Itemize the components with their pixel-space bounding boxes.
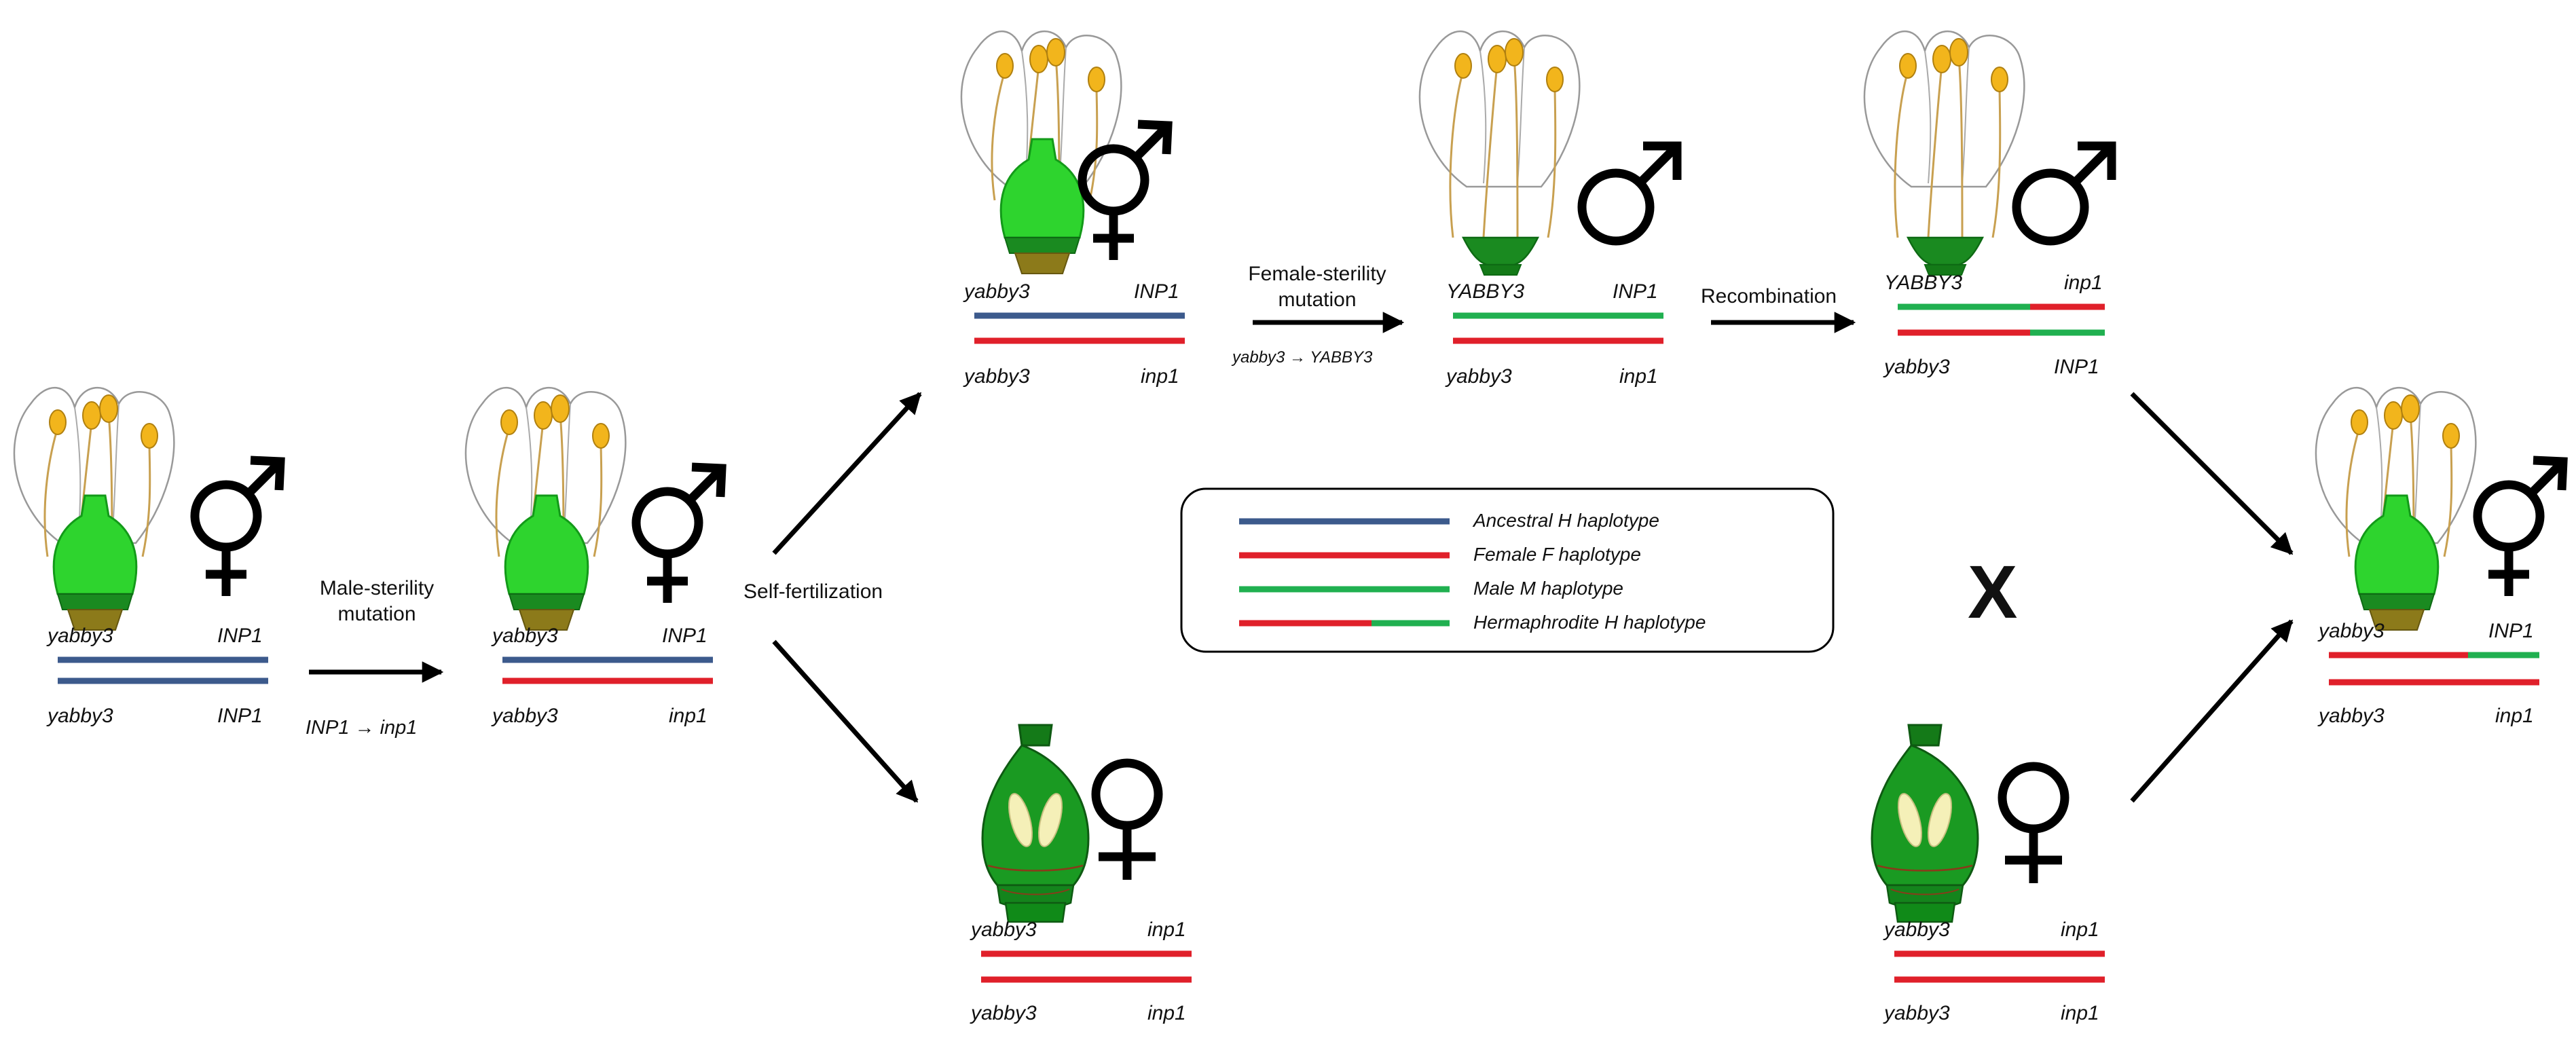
gene-label: inp1 — [2061, 918, 2099, 941]
gene-label: yabby3 — [971, 1002, 1037, 1024]
gene-label: inp1 — [669, 705, 707, 727]
arrow-recombinant-to-offspring — [2130, 392, 2294, 555]
gene-label: yabby3 — [1884, 918, 1950, 941]
gene-label: INP1 — [2054, 356, 2099, 378]
gene-label: yabby3 — [964, 365, 1030, 388]
gene-label: yabby3 — [48, 625, 113, 647]
legend-label: Hermaphrodite H haplotype — [1473, 612, 1706, 633]
legend-label: Female F haplotype — [1473, 544, 1641, 565]
gene-label: inp1 — [1147, 918, 1186, 941]
gene-label: yabby3 — [1884, 356, 1950, 378]
gene-label: inp1 — [1141, 365, 1179, 388]
gene-label: INP1 — [217, 625, 263, 647]
gene-label: yabby3 — [1446, 365, 1512, 388]
mutation-label-female-sterility: yabby3 → YABBY3 — [1232, 348, 1373, 367]
gene-label: inp1 — [1619, 365, 1658, 388]
gene-label: yabby3 — [2319, 620, 2385, 642]
gene-label: inp1 — [2064, 272, 2103, 294]
legend-label: Ancestral H haplotype — [1473, 510, 1659, 531]
gene-label: yabby3 — [971, 918, 1037, 941]
step-label-self-fertilization: Self-fertilization — [743, 580, 883, 603]
gene-label: YABBY3 — [1446, 280, 1525, 303]
gene-label: yabby3 — [492, 625, 558, 647]
arrow-self-fertilization-up — [772, 392, 922, 555]
step-label-male-sterility: Male-sterility mutation — [319, 577, 435, 625]
gene-label: yabby3 — [492, 705, 558, 727]
step-label-female-sterility: Female-sterility mutation — [1248, 263, 1386, 311]
gene-label: INP1 — [1613, 280, 1658, 303]
gene-label: inp1 — [2061, 1002, 2099, 1024]
cross-symbol: X — [1968, 551, 2018, 634]
mutation-label-male-sterility: INP1 → inp1 — [306, 717, 418, 739]
legend-box — [1180, 487, 1835, 653]
gene-label: INP1 — [217, 705, 263, 727]
gene-label: yabby3 — [1884, 1002, 1950, 1024]
step-label-recombination: Recombination — [1701, 285, 1837, 308]
gene-label: INP1 — [662, 625, 707, 647]
gene-label: INP1 — [1134, 280, 1179, 303]
gene-label: yabby3 — [2319, 705, 2385, 727]
gene-label: inp1 — [2495, 705, 2534, 727]
gene-label: yabby3 — [964, 280, 1030, 303]
gene-label: INP1 — [2488, 620, 2534, 642]
gene-label: YABBY3 — [1884, 272, 1963, 294]
gene-label: inp1 — [1147, 1002, 1186, 1024]
gene-label: yabby3 — [48, 705, 113, 727]
legend-label: Male M haplotype — [1473, 578, 1624, 599]
arrow-female-to-offspring — [2130, 619, 2294, 803]
arrow-self-fertilization-down — [772, 639, 919, 803]
